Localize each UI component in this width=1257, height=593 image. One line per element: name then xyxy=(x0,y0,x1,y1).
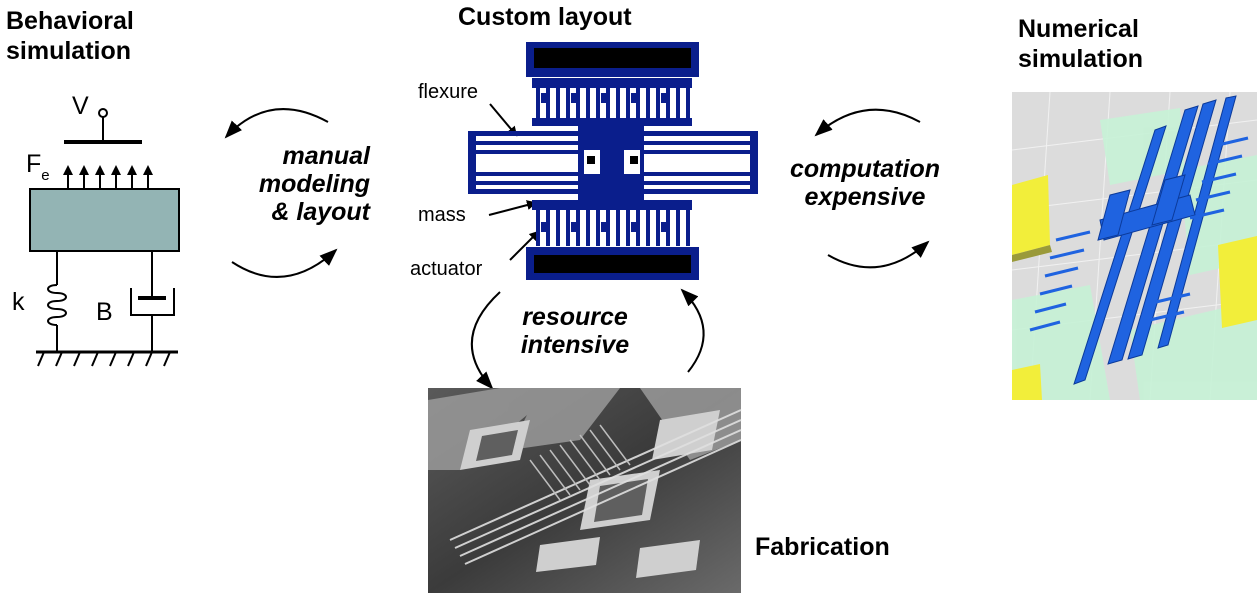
arrow-resource-left xyxy=(471,291,501,390)
arrow-resource-right xyxy=(680,288,705,373)
fabrication-title: Fabrication xyxy=(755,533,890,561)
behavioral-schematic xyxy=(29,108,180,367)
manual-line2: modeling xyxy=(258,170,370,198)
simulated-device xyxy=(1073,95,1237,385)
computation-expensive-label: computation expensive xyxy=(760,155,970,211)
simulated-comb xyxy=(1029,136,1249,332)
computation-line2: expensive xyxy=(804,183,926,211)
arrow-computation-bottom xyxy=(827,240,930,269)
force-label: Fe xyxy=(26,150,50,184)
voltage-label: V xyxy=(72,92,89,120)
right-flexure xyxy=(642,131,758,194)
force-arrows xyxy=(63,165,153,188)
spring-label: k xyxy=(12,288,25,316)
bond-pad-left xyxy=(1012,175,1050,255)
force-subscript: e xyxy=(41,167,50,184)
arrow-manual-top xyxy=(224,108,329,139)
top-comb-fingers xyxy=(536,88,690,118)
left-flexure xyxy=(468,131,580,194)
mass-label: mass xyxy=(418,204,466,226)
cycle-arrows xyxy=(224,108,930,390)
voltage-terminal xyxy=(98,108,108,118)
custom-layout-drawing xyxy=(468,42,758,280)
flexure-label: flexure xyxy=(418,81,479,103)
computation-line1: computation xyxy=(790,155,940,183)
arrow-computation-top xyxy=(814,108,921,137)
damper-element xyxy=(130,251,175,352)
resource-line2: intensive xyxy=(520,331,630,359)
actuator-label: actuator xyxy=(410,258,483,280)
numerical-title-line1: Numerical xyxy=(1018,15,1139,43)
custom-layout-title: Custom layout xyxy=(458,3,632,31)
behavioral-title-line2: simulation xyxy=(6,37,132,65)
ground-symbol xyxy=(36,350,178,367)
behavioral-title-line1: Behavioral xyxy=(6,7,134,35)
bottom-comb-fingers xyxy=(536,210,690,246)
arrow-manual-bottom xyxy=(231,248,338,278)
resource-line1: resource xyxy=(522,303,628,331)
behavioral-simulation-title: Behavioral simulation xyxy=(6,6,134,66)
fabrication-sem-image xyxy=(428,388,742,593)
layout-leader-lines xyxy=(488,103,540,261)
spring-element xyxy=(47,251,67,352)
mass-block xyxy=(29,188,180,252)
resource-intensive-label: resource intensive xyxy=(490,303,660,359)
numerical-simulation-title: Numerical simulation xyxy=(1018,14,1143,74)
manual-modeling-label: manual modeling & layout xyxy=(222,142,370,226)
damper-label: B xyxy=(96,298,113,326)
manual-line1: manual xyxy=(282,142,370,170)
force-symbol: F xyxy=(26,150,42,178)
numerical-simulation-render xyxy=(1011,91,1257,401)
bond-pad-right xyxy=(1218,236,1257,328)
manual-line3: & layout xyxy=(271,198,370,226)
numerical-title-line2: simulation xyxy=(1018,45,1144,73)
